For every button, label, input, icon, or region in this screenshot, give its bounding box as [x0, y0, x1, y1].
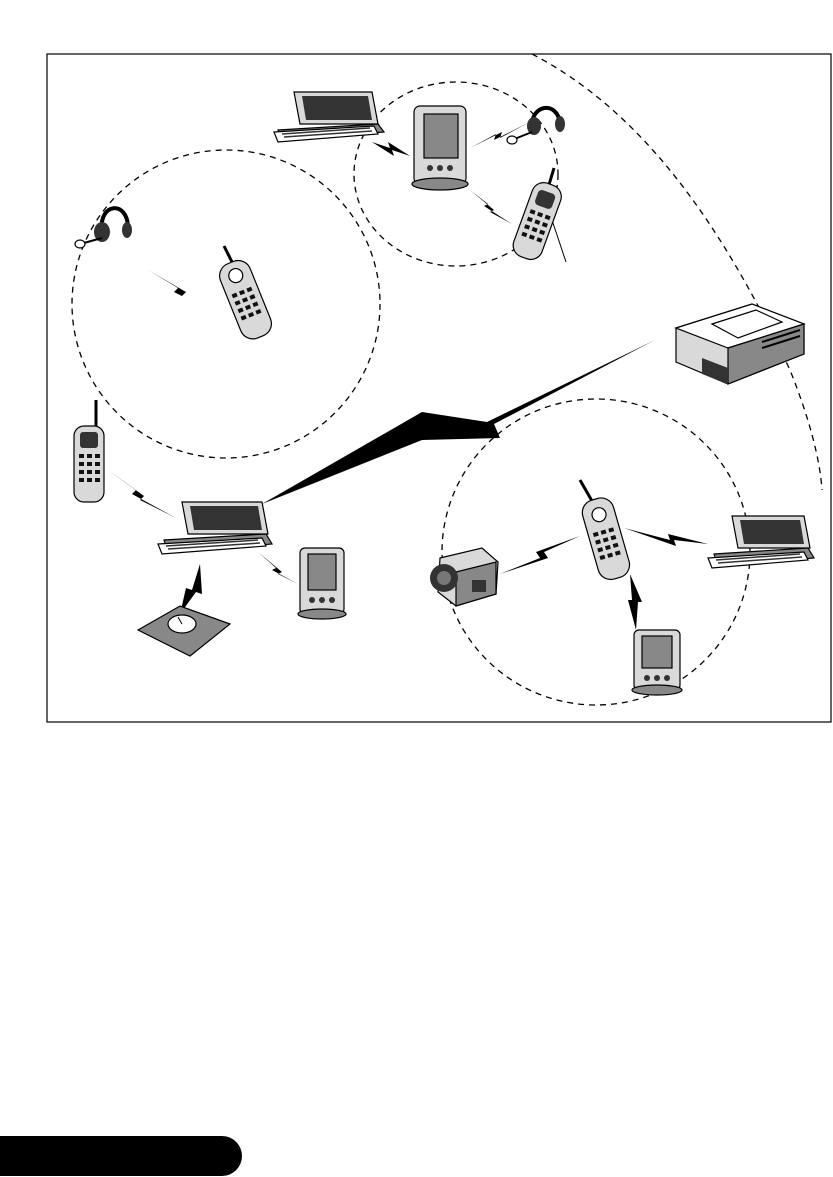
- link-bolt: [372, 142, 410, 156]
- pda-icon: [298, 548, 346, 619]
- laptop-icon: [158, 502, 272, 554]
- cordless-phone-icon: [216, 246, 276, 343]
- pda-icon: [412, 106, 468, 190]
- link-bolt: [470, 190, 512, 224]
- cordless-phone-icon: [74, 400, 104, 502]
- link-bolt: [624, 528, 708, 546]
- link-bolt: [500, 536, 580, 574]
- camcorder-icon: [430, 548, 498, 606]
- cordless-phone-icon: [510, 168, 565, 263]
- laptop-icon: [708, 516, 814, 568]
- link-bolt: [628, 574, 642, 630]
- link-bolt: [470, 122, 530, 148]
- link-bolt: [180, 564, 202, 614]
- laptop-icon: [274, 92, 384, 142]
- headset-icon: [507, 108, 565, 144]
- zone-left: [72, 150, 380, 458]
- pda-icon: [632, 630, 682, 695]
- link-bolt: [148, 270, 226, 318]
- link-main-bolt: [262, 340, 655, 504]
- link-bolt: [108, 470, 176, 518]
- zone-scatternet-arc: [532, 54, 822, 490]
- pointer-line: [552, 220, 566, 262]
- piconet-diagram: [0, 0, 833, 730]
- mouse-icon: [138, 606, 230, 656]
- headset-icon: [75, 208, 132, 248]
- cordless-phone-icon: [579, 480, 632, 583]
- page-tab-pill: [0, 1136, 242, 1176]
- link-bolt: [258, 552, 298, 584]
- printer-icon: [676, 304, 804, 384]
